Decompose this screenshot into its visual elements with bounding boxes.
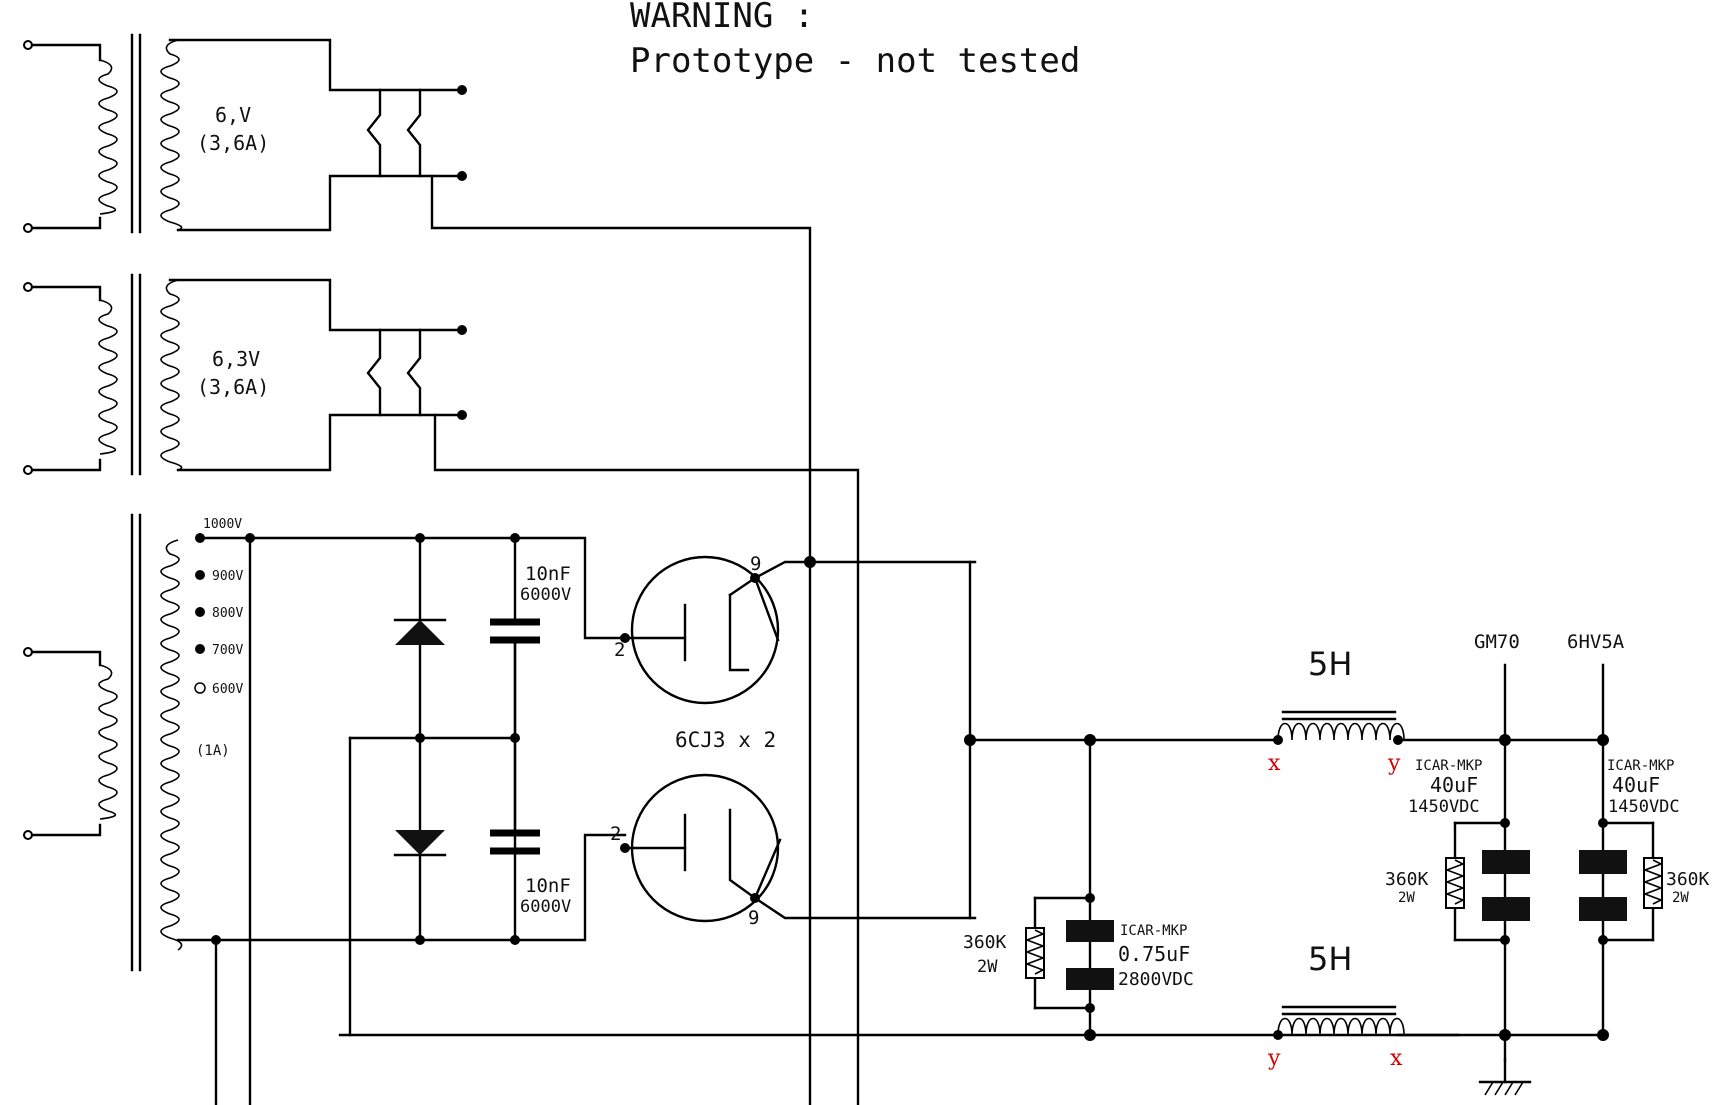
rectifier-tube-top: 2 9: [614, 553, 977, 705]
tap-1000v: 1000V: [203, 517, 242, 532]
first-filter-resistor: [1024, 927, 1046, 979]
gm70-cap-value: 40uF: [1430, 773, 1478, 797]
choke-top-x-mark: x: [1268, 751, 1281, 776]
first-cap-brand: ICAR-MKP: [1120, 923, 1187, 939]
secondary-winding: [160, 39, 183, 231]
gm70-capacitor: [1482, 850, 1530, 921]
cap-bottom-rating: 6000V: [520, 897, 571, 917]
choke-bottom-y-mark: y: [1267, 1046, 1281, 1071]
cap-bottom-value: 10nF: [525, 875, 571, 897]
hv-current: (1A): [196, 743, 230, 759]
gm70-resistor: [1444, 857, 1466, 909]
tube-label: 6CJ3 x 2: [675, 728, 776, 752]
diode-bottom: [393, 830, 447, 857]
choke-bottom-value: 5H: [1308, 940, 1352, 978]
6hv5a-cap-value: 40uF: [1612, 773, 1660, 797]
diode-top: [393, 618, 447, 645]
first-res-power: 2W: [977, 957, 998, 977]
gm70-cap-rating: 1450VDC: [1408, 797, 1480, 817]
heater-transformer-2: 6,3V (3,6A): [23, 273, 860, 1105]
6hv5a-capacitor: [1579, 850, 1627, 921]
6hv5a-resistor: [1642, 857, 1664, 909]
6hv5a-cap-brand: ICAR-MKP: [1607, 758, 1674, 774]
gm70-res-value: 360K: [1385, 869, 1429, 890]
cap-top-rating: 6000V: [520, 585, 571, 605]
tap-700v: 700V: [212, 643, 243, 658]
ground-symbol: [1478, 1080, 1532, 1096]
primary-winding: [98, 59, 118, 215]
first-filter-capacitor: [1066, 920, 1114, 990]
choke-top: [1277, 710, 1405, 741]
hv-transformer: 1000V 900V 800V 700V 600V (1A): [23, 513, 243, 972]
pin-top-plate: 2: [614, 639, 625, 661]
capacitor-top: [490, 618, 540, 644]
gm70-label: GM70: [1474, 631, 1520, 653]
choke-top-value: 5H: [1308, 645, 1352, 683]
pin-bottom-cathode: 9: [748, 907, 759, 929]
hv-top-wire: [198, 536, 627, 640]
heater1-voltage: 6,V: [215, 103, 251, 127]
first-cap-value: 0.75uF: [1118, 942, 1190, 966]
rectifier-tube-bottom: 2 9: [610, 773, 977, 929]
cap-top-value: 10nF: [525, 563, 571, 585]
heater2-current: (3,6A): [197, 375, 269, 399]
6hv5a-label: 6HV5A: [1567, 631, 1625, 653]
first-res-value: 360K: [963, 932, 1007, 953]
gm70-res-power: 2W: [1398, 890, 1415, 906]
heater1-current: (3,6A): [197, 131, 269, 155]
first-cap-rating: 2800VDC: [1118, 969, 1194, 990]
pin-top-cathode: 9: [750, 553, 761, 575]
6hv5a-res-value: 360K: [1666, 869, 1710, 890]
heater2-lead: [433, 413, 860, 1105]
capacitor-bottom: [490, 829, 540, 855]
tap-900v: 900V: [212, 569, 243, 584]
choke-bottom-x-mark: x: [1390, 1046, 1403, 1071]
warning-subtitle: Prototype - not tested: [630, 41, 1080, 81]
choke-top-y-mark: y: [1387, 751, 1401, 776]
heater-transformer-1: 6,V (3,6A): [23, 33, 812, 1105]
tap-600v: 600V: [212, 682, 243, 697]
gm70-cap-brand: ICAR-MKP: [1415, 758, 1482, 774]
pin-bottom-plate: 2: [610, 823, 621, 845]
heater2-voltage: 6,3V: [212, 347, 260, 371]
heater-lead: [430, 174, 812, 1105]
6hv5a-cap-rating: 1450VDC: [1608, 797, 1680, 817]
warning-title: WARNING :: [630, 0, 814, 36]
6hv5a-res-power: 2W: [1672, 890, 1689, 906]
choke-bottom: [1277, 1005, 1405, 1036]
tap-800v: 800V: [212, 606, 243, 621]
hv-bottom-wire: [176, 833, 627, 942]
